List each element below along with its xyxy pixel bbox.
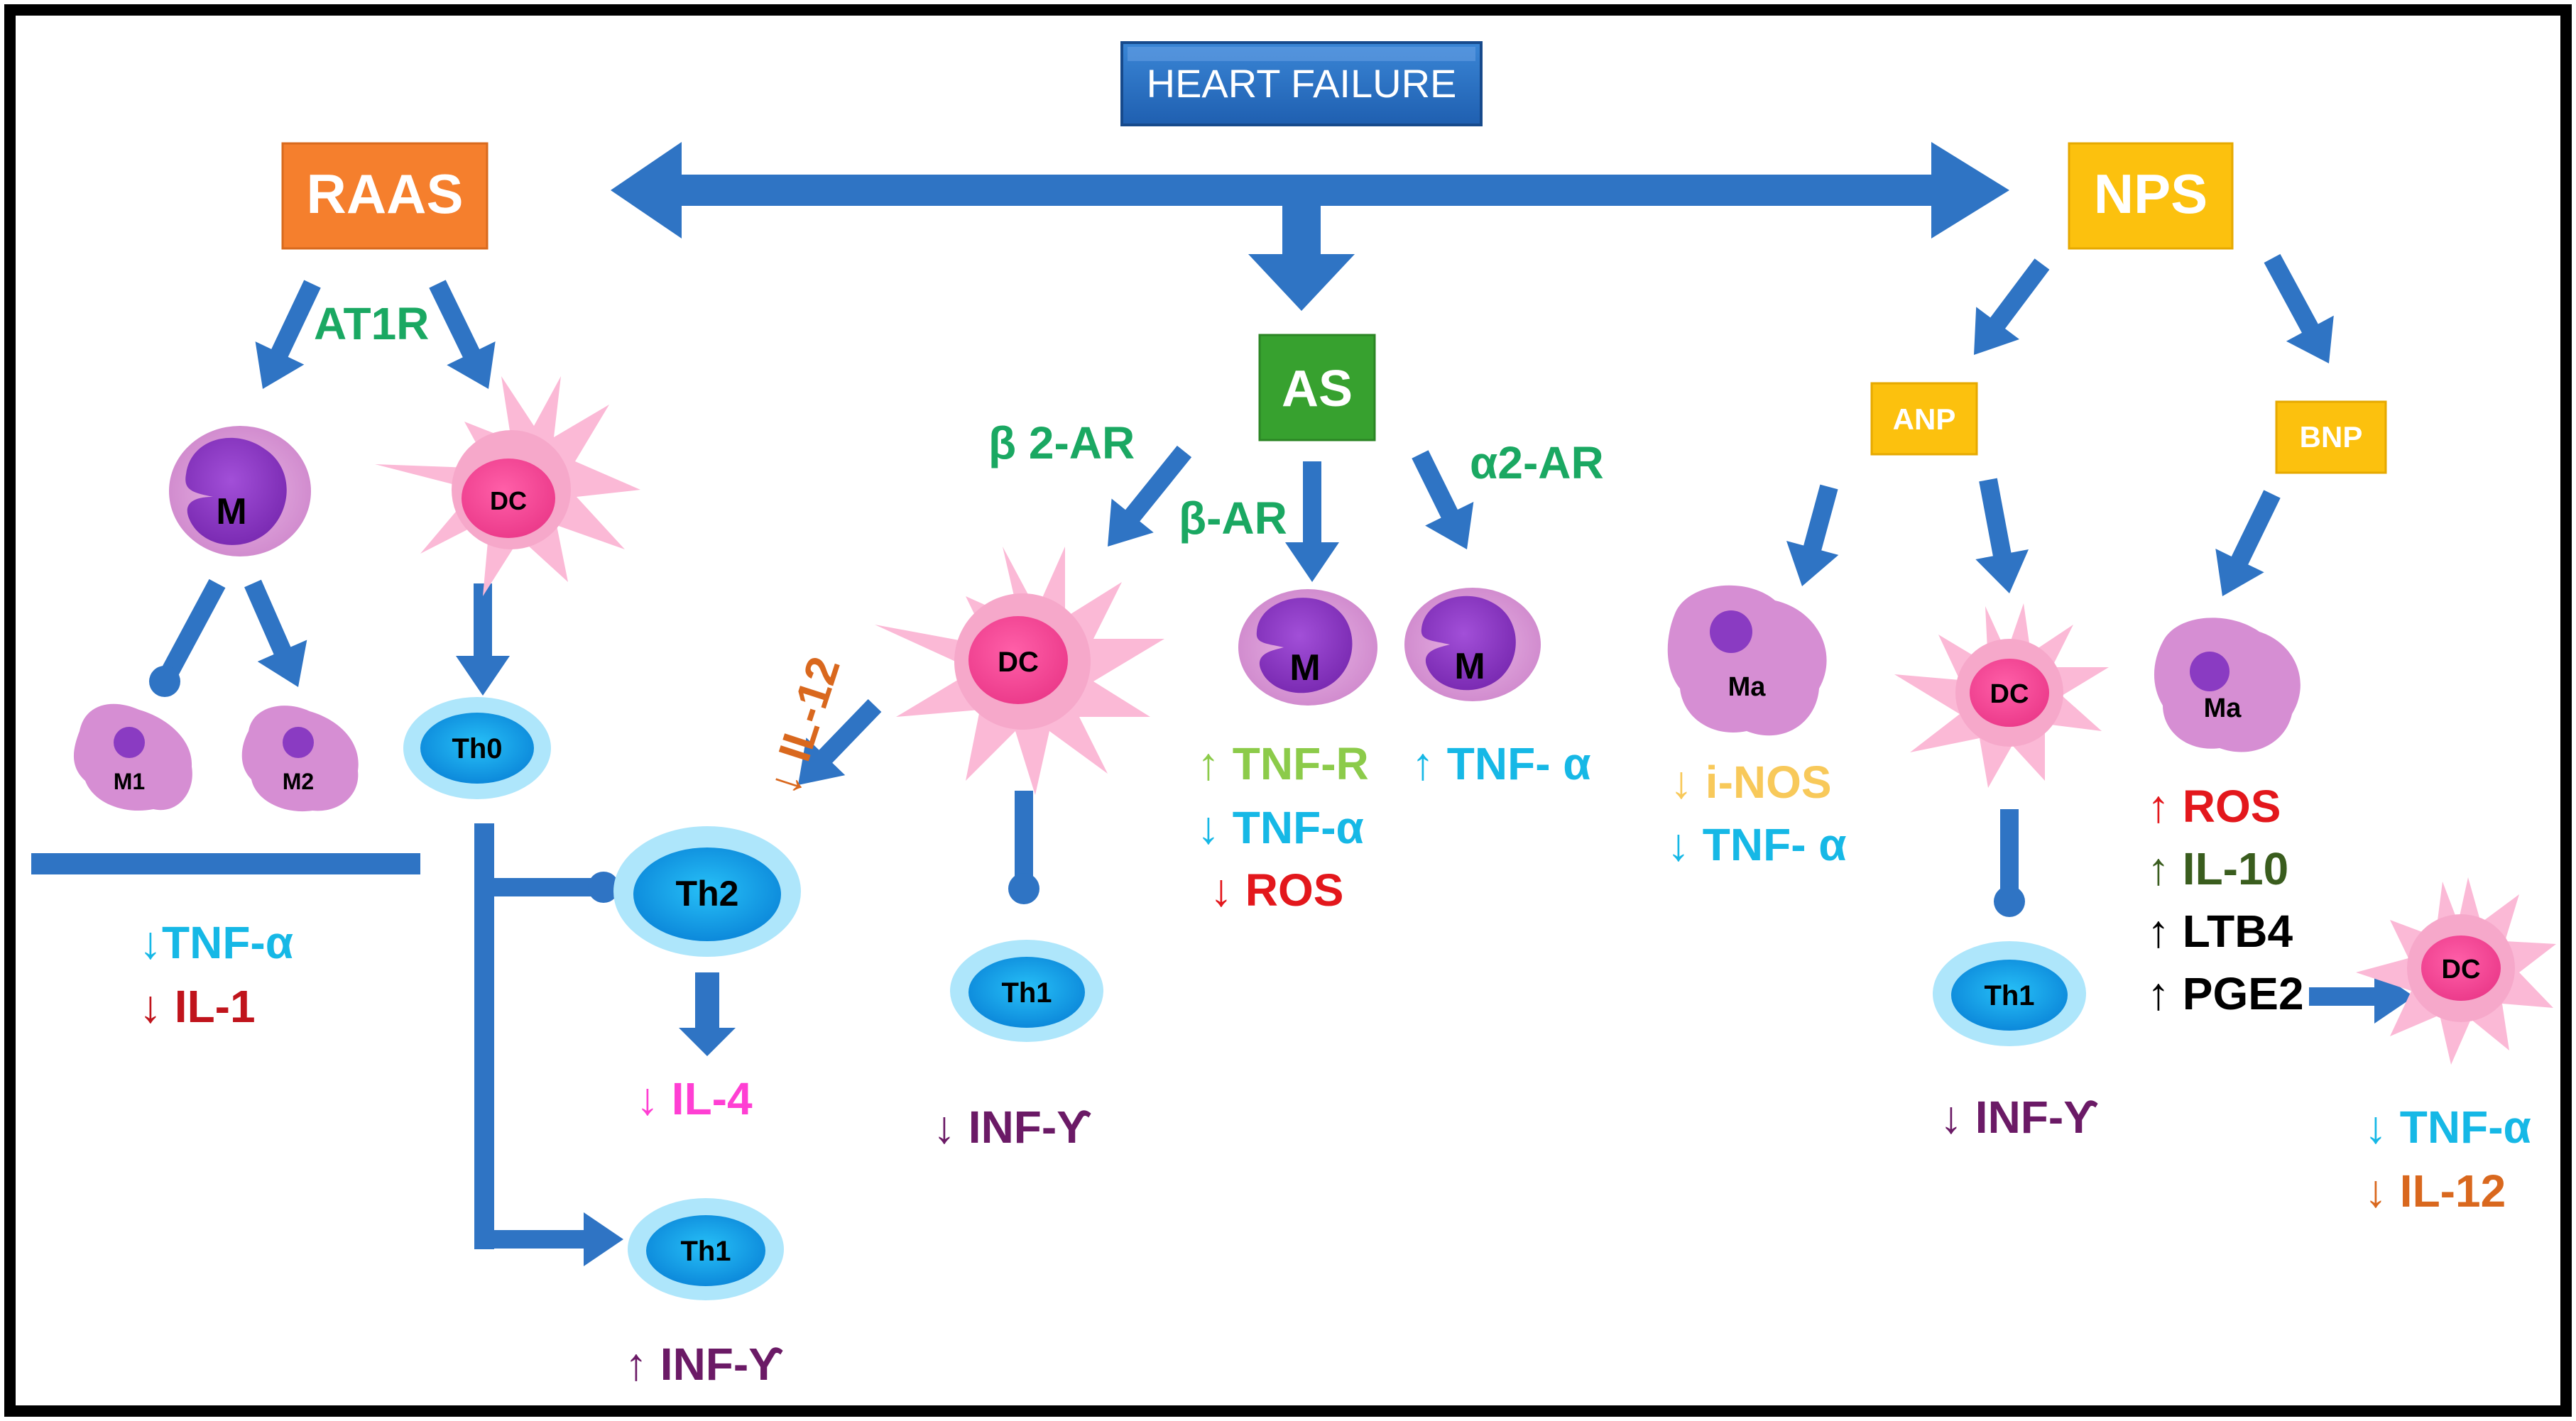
cell-m-label: M [1454, 646, 1485, 687]
as-beta-tnfa-effect: ↓ TNF-α [1197, 802, 1364, 853]
bnp-pge2-effect: ↑ PGE2 [2147, 968, 2304, 1019]
arrow-m-to-m2 [244, 579, 307, 687]
arrow-th2-to-il4 [679, 972, 736, 1056]
bnp-dc-il12-effect: ↓ IL-12 [2364, 1165, 2506, 1217]
macrophage-beta-ar: M [1238, 589, 1377, 706]
arrow-layer [611, 142, 2009, 311]
nps-label: NPS [2094, 163, 2207, 225]
cell-th2-label: Th2 [676, 874, 739, 914]
cell-m2-label: M2 [283, 769, 314, 794]
cell-th1-label: Th1 [680, 1236, 731, 1267]
cell-m1-label: M1 [114, 769, 145, 794]
divider-bar [31, 853, 420, 874]
bnp-box: BNP [2275, 400, 2387, 474]
raas-il1-effect: ↓ IL-1 [139, 981, 256, 1032]
connector-arrows [149, 253, 2414, 1266]
inhibit-m-to-m1-end [149, 666, 180, 697]
bnp-il10-effect: ↑ IL-10 [2147, 843, 2288, 894]
il4-effect: ↓ IL-4 [636, 1073, 753, 1124]
b2ar-label: β 2-AR [988, 417, 1135, 468]
cell-m-label: M [216, 491, 246, 532]
arrow-nps-to-bnp [2264, 253, 2334, 363]
arrow-raas-to-dc [429, 280, 496, 389]
as-beta-tnfr-effect: ↑ TNF-R [1197, 738, 1369, 789]
anp-tnfa-effect: ↓ TNF- α [1667, 819, 1847, 870]
inhibit-dc-to-th1-anp-end [1994, 886, 2025, 917]
heart-failure-box: HEART FAILURE [1120, 41, 1483, 126]
main-double-arrow [611, 142, 2009, 238]
arrow-to-as [1248, 206, 1355, 311]
th1-cell-as: Th1 [950, 940, 1103, 1042]
arrow-nps-to-anp [1974, 258, 2050, 355]
th1-inf-up-effect: ↑ INF-ϒ [625, 1339, 783, 1390]
anp-label: ANP [1893, 402, 1956, 436]
dc-bnp: DC [2356, 877, 2556, 1065]
dc-as: DC [875, 547, 1164, 795]
cell-th1-label: Th1 [1001, 977, 1052, 1009]
th0-cell: Th0 [403, 697, 551, 799]
arrow-as-to-m-beta [1285, 461, 1339, 582]
macrophage-raas: M [169, 426, 311, 556]
as-label: AS [1282, 361, 1353, 417]
cell-th1-label: Th1 [1984, 980, 2034, 1011]
cell-th0-label: Th0 [452, 733, 502, 764]
dc-anp: DC [1894, 603, 2109, 788]
as-beta-ros-effect: ↓ ROS [1210, 865, 1343, 916]
arrow-raas-to-m [255, 280, 321, 389]
macrophage-alpha2-ar: M [1404, 588, 1541, 701]
cell-ma-label: Ma [1728, 672, 1767, 702]
macrophage-m2: M2 [241, 706, 359, 812]
inhibit-m-to-m1 [156, 578, 226, 686]
cell-dc-label: DC [998, 647, 1039, 678]
anp-inos-effect: ↓ i-NOS [1670, 757, 1832, 808]
arrow-dc-to-th0 [456, 583, 510, 696]
arrow-bnp-to-ma [2215, 490, 2281, 596]
arrow-th0-to-th1 [484, 1212, 623, 1266]
anp-inf-down-effect: ↓ INF-ϒ [1940, 1092, 2098, 1143]
arrow-anp-to-dc [1975, 478, 2029, 593]
bnp-label: BNP [2300, 420, 2363, 454]
th2-cell: Th2 [613, 826, 801, 957]
inhibit-dc-to-th1-end [1008, 873, 1039, 904]
macrophage-bnp: Ma [2154, 618, 2301, 752]
as-box: AS [1258, 334, 1376, 441]
as-dc-inf-down-effect: ↓ INF-ϒ [933, 1102, 1091, 1153]
raas-box: RAAS [281, 142, 489, 250]
cell-dc-label: DC [1990, 679, 2029, 709]
nps-box: NPS [2068, 142, 2234, 250]
cell-dc-label: DC [490, 486, 527, 515]
heart-failure-title: HEART FAILURE [1147, 61, 1457, 106]
anp-box: ANP [1870, 382, 1978, 456]
bnp-ltb4-effect: ↑ LTB4 [2147, 906, 2293, 957]
cell-m-label: M [1289, 647, 1320, 688]
cell-ma-label: Ma [2204, 693, 2242, 723]
inhibit-th0-to-th2-end [588, 872, 619, 903]
macrophage-anp: Ma [1667, 585, 1827, 736]
dc-raas: DC [375, 376, 640, 596]
raas-label: RAAS [306, 163, 463, 225]
th1-cell-raas: Th1 [628, 1198, 784, 1300]
at1r-label: AT1R [314, 298, 429, 349]
bar-label: β-AR [1179, 493, 1287, 544]
macrophage-m1: M1 [73, 703, 192, 811]
arrow-anp-to-ma [1786, 484, 1839, 586]
arrow-dc-to-th2-il12 [798, 698, 882, 785]
as-alpha2-tnfa-effect: ↑ TNF- α [1412, 738, 1591, 789]
raas-tnfa-effect: ↓TNF-α [139, 917, 293, 968]
bnp-dc-tnfa-effect: ↓ TNF-α [2364, 1102, 2531, 1153]
arrow-as-to-dc [1108, 445, 1192, 547]
a2ar-label: α2-AR [1470, 437, 1604, 488]
arrow-as-to-m-alpha2 [1412, 450, 1474, 549]
th1-cell-anp: Th1 [1933, 941, 2086, 1046]
cell-dc-label: DC [2442, 955, 2481, 984]
bnp-ros-effect: ↑ ROS [2147, 781, 2281, 832]
